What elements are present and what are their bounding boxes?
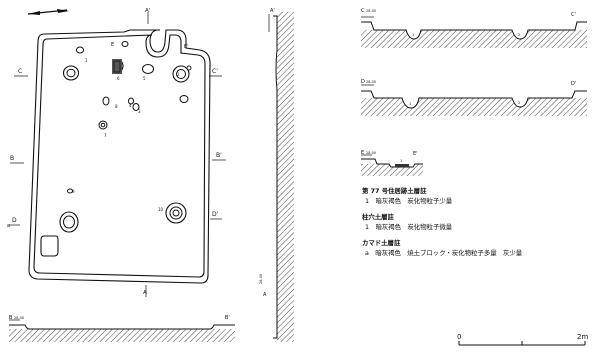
label-b-prime: B': [216, 152, 222, 159]
section-a: A' A 28.00: [259, 8, 294, 342]
plan-section-ticks: [9, 12, 226, 297]
section-e-elev: 28.00: [366, 151, 376, 155]
section-c-right: C': [571, 12, 576, 18]
section-e-right: E': [413, 151, 418, 157]
feature-label-3: 3: [138, 109, 141, 114]
label-c-prime: C': [212, 68, 218, 75]
scale-start: 0: [457, 333, 461, 341]
layer-notes: 第 77 号住居跡土層註 1 暗灰褐色 炭化物粒子少量 柱穴土層註 1 暗灰褐色…: [362, 187, 592, 259]
note-line-posthole: 1 暗灰褐色 炭化物粒子微量: [365, 222, 453, 231]
section-e-left: E: [361, 150, 364, 156]
north-arrow-icon: [27, 9, 69, 15]
section-b: B 28.00 B': [9, 315, 235, 342]
section-c-left: C: [361, 8, 365, 14]
label-a-prime: A': [145, 8, 150, 14]
section-d-elev: 28.00: [366, 80, 376, 84]
section-e: E 28.00 E' 1: [361, 150, 423, 176]
postholes: [40, 41, 192, 257]
label-e-prime: E': [184, 44, 189, 50]
section-d-left: D: [361, 79, 365, 85]
feature-label-5: 5: [143, 76, 146, 81]
section-b-right: B': [225, 315, 230, 321]
section-a-right: A': [270, 8, 275, 14]
label-d-prime: D': [212, 211, 219, 218]
label-d: D: [12, 217, 17, 224]
dwelling-pit-outline: [28, 29, 211, 284]
section-b-left: B: [9, 315, 13, 321]
section-a-elev: 28.00: [259, 274, 263, 284]
hearth: [112, 59, 122, 74]
label-a: A: [143, 290, 147, 296]
section-b-elev: 28.00: [14, 316, 24, 320]
feature-label-9: 9: [72, 189, 75, 194]
feature-label-10: 10: [158, 207, 164, 212]
label-c: C: [18, 68, 22, 75]
section-d-pit-2: 2: [518, 101, 520, 105]
section-d-right: D': [571, 81, 576, 87]
label-e: E: [111, 42, 114, 48]
feature-label-6: 6: [117, 76, 120, 81]
note-title-kamado: カマド土層註: [362, 239, 401, 248]
section-d: D 28.00 D' 1 2: [361, 79, 587, 116]
note-line-dwelling: 1 暗灰褐色 炭化物粒子少量: [365, 196, 453, 205]
section-a-left: A: [263, 292, 267, 298]
note-title-posthole: 柱穴土層註: [362, 213, 394, 222]
section-c: C 28.00 C' 1 2: [361, 8, 587, 48]
section-c-elev: 28.00: [366, 9, 376, 13]
feature-label-7: 7: [104, 133, 107, 138]
feature-label-8: 8: [115, 104, 118, 109]
feature-label-2: 2: [177, 72, 180, 77]
scale-bar: 0 2m: [457, 333, 588, 346]
scale-end: 2m: [577, 333, 588, 341]
section-c-pit-2: 2: [518, 33, 520, 37]
section-d-pit-1: 1: [409, 102, 411, 106]
section-e-pit-1: 1: [400, 159, 402, 163]
plan-labels: C C' B B' D D' A' A E E' a 1 2 3 4 5 6 7…: [7, 8, 222, 296]
feature-label-1: 1: [85, 58, 88, 63]
label-b: B: [10, 155, 14, 162]
note-line-kamado: a 暗灰褐色 焼土ブロック・炭化物粒子多量 灰少量: [365, 248, 523, 257]
section-c-pit-1: 1: [412, 33, 414, 37]
note-title-dwelling: 第 77 号住居跡土層註: [362, 187, 427, 195]
feature-label-4: 4: [129, 103, 132, 108]
label-hearth-a: a: [7, 223, 10, 229]
